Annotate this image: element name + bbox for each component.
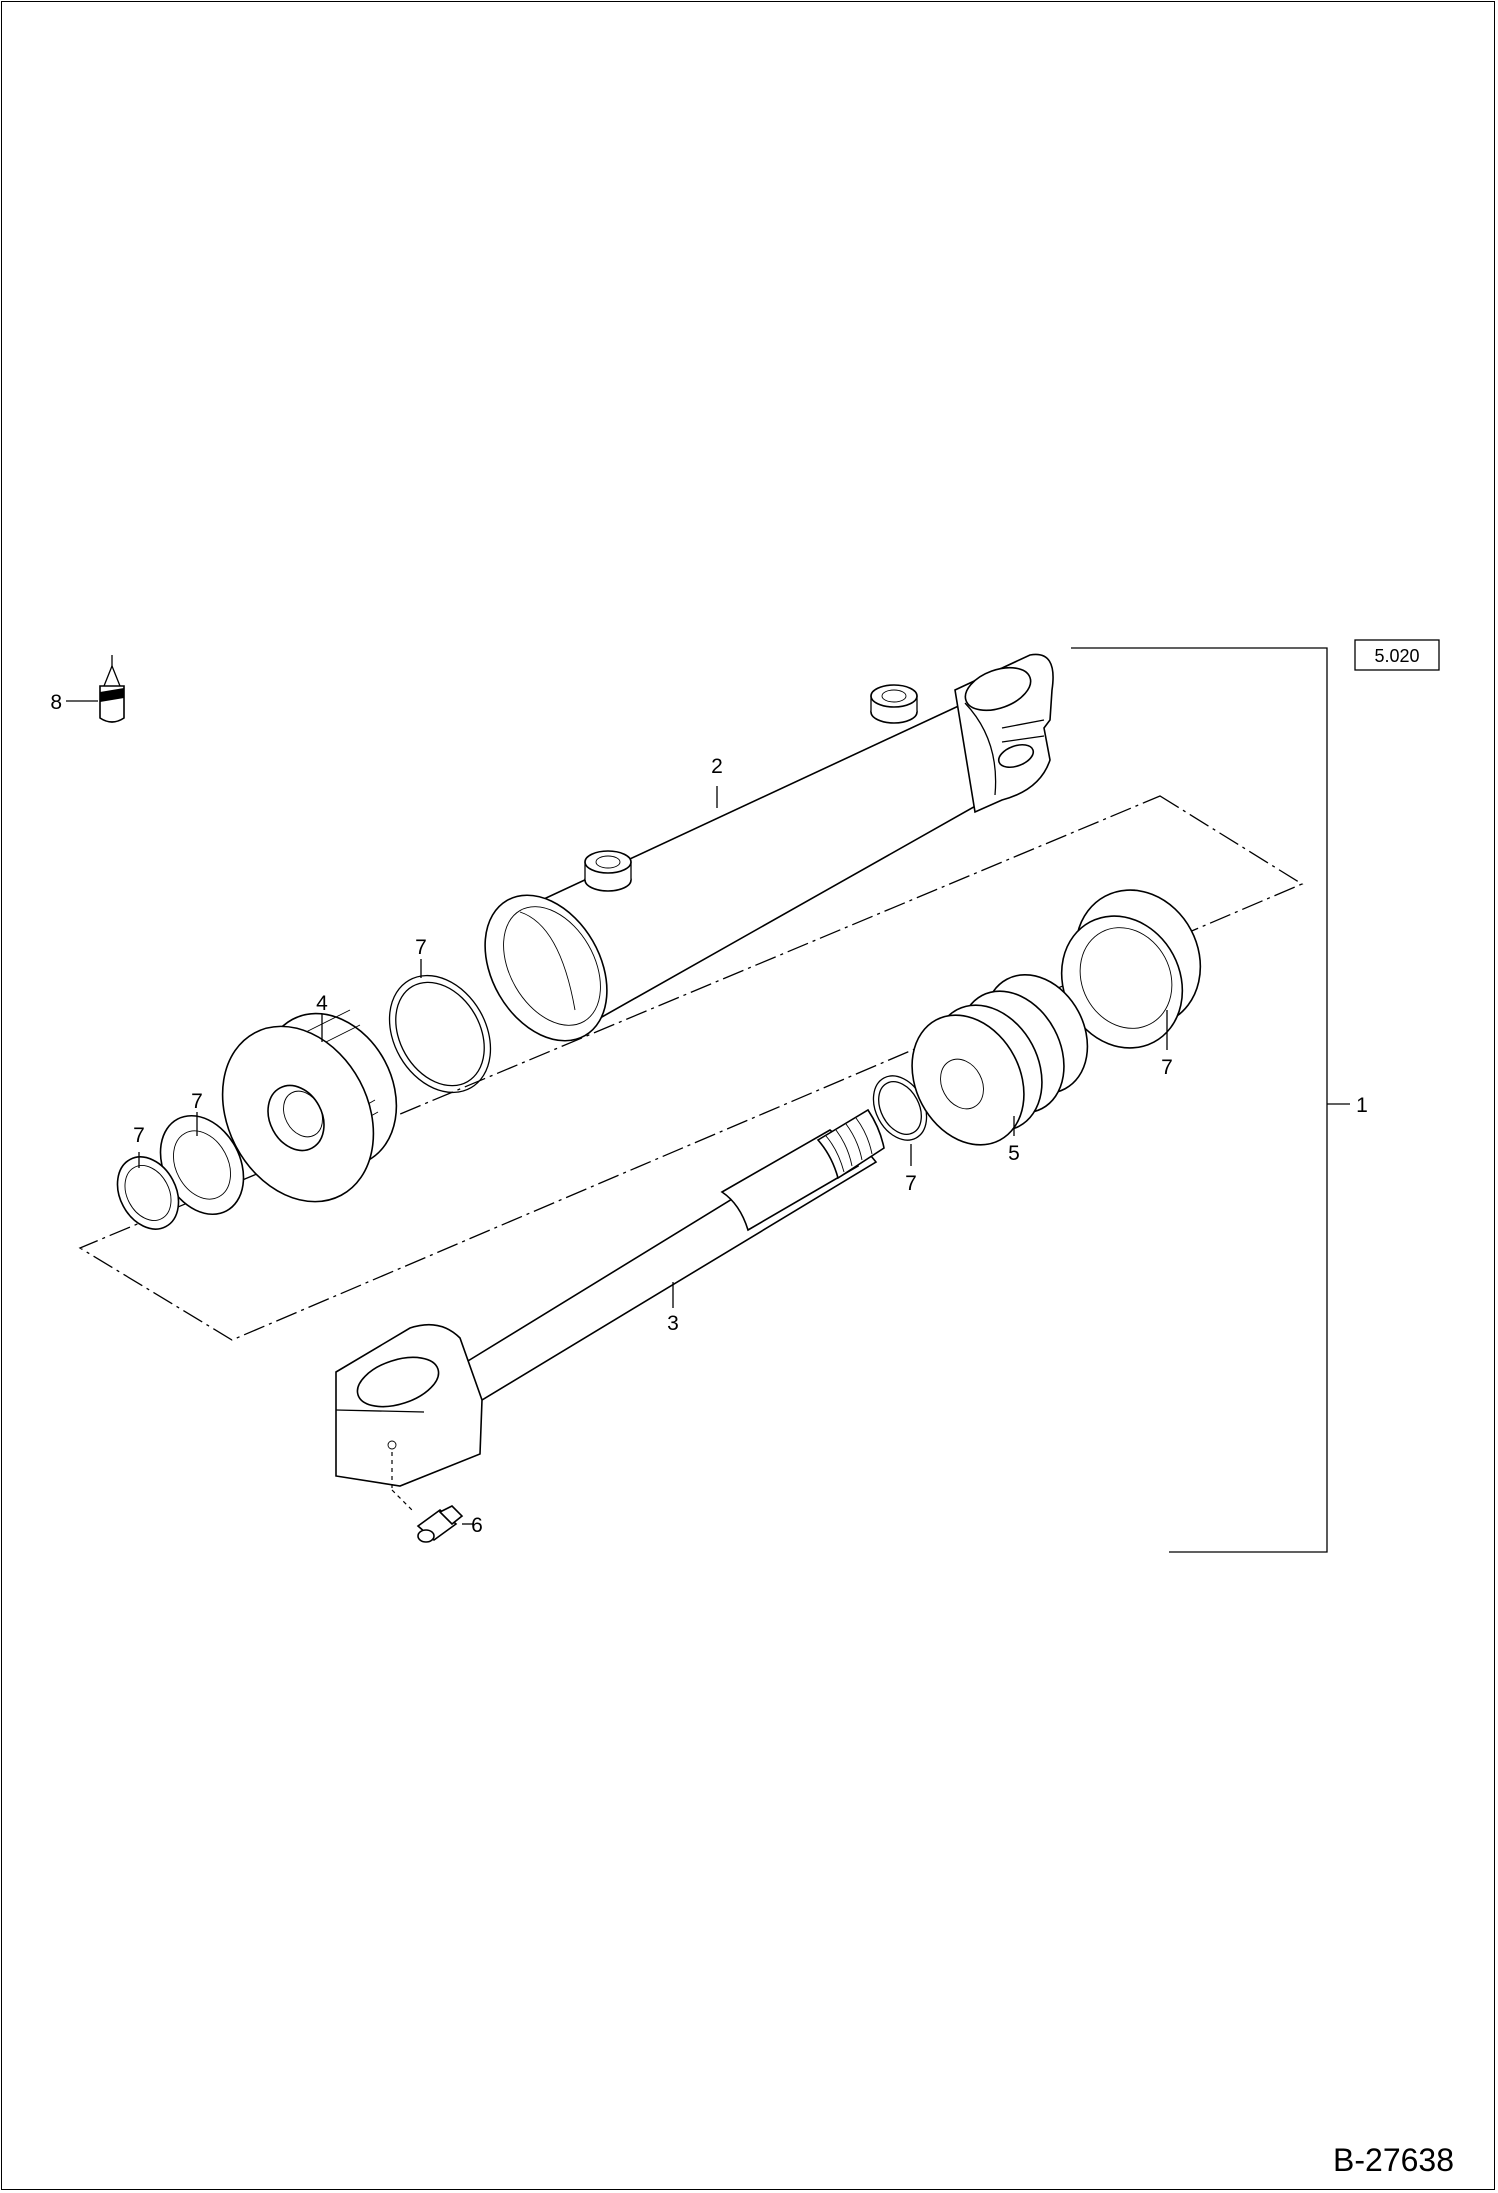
cylinder-head bbox=[221, 1009, 398, 1203]
adhesive-tube-icon bbox=[66, 655, 125, 723]
cylinder-tube bbox=[484, 653, 1054, 1042]
callout-8: 8 bbox=[50, 691, 62, 714]
callout-6: 6 bbox=[471, 1514, 483, 1537]
callout-1: 1 bbox=[1356, 1094, 1368, 1117]
reference-box[interactable]: 5.020 bbox=[1354, 639, 1440, 671]
assembly-bracket bbox=[1071, 647, 1350, 1553]
callout-4: 4 bbox=[316, 992, 328, 1015]
callout-3: 3 bbox=[667, 1312, 679, 1335]
leader-lines bbox=[138, 786, 1168, 1308]
callout-7-rod-seal: 7 bbox=[133, 1124, 145, 1147]
callout-5: 5 bbox=[1008, 1142, 1020, 1165]
reference-box-text: 5.020 bbox=[1374, 646, 1419, 666]
callout-7-piston-seal: 7 bbox=[1161, 1056, 1173, 1079]
grease-nipple-icon bbox=[416, 1505, 474, 1543]
callout-7-piston-oring: 7 bbox=[905, 1172, 917, 1195]
rod-seal bbox=[116, 1156, 180, 1230]
callouts: 2 7 4 7 7 7 5 7 3 1 6 8 bbox=[50, 691, 1368, 1537]
callout-7-wiper: 7 bbox=[191, 1090, 203, 1113]
callout-7-tube-oring: 7 bbox=[415, 936, 427, 959]
piston-rod bbox=[335, 1108, 885, 1513]
piston-seal bbox=[1060, 889, 1202, 1049]
assembly-outline bbox=[78, 795, 1304, 1341]
piston bbox=[911, 974, 1089, 1146]
document-number: B-27638 bbox=[1333, 2142, 1454, 2178]
o-ring-tube bbox=[388, 974, 492, 1094]
callout-2: 2 bbox=[711, 755, 723, 778]
